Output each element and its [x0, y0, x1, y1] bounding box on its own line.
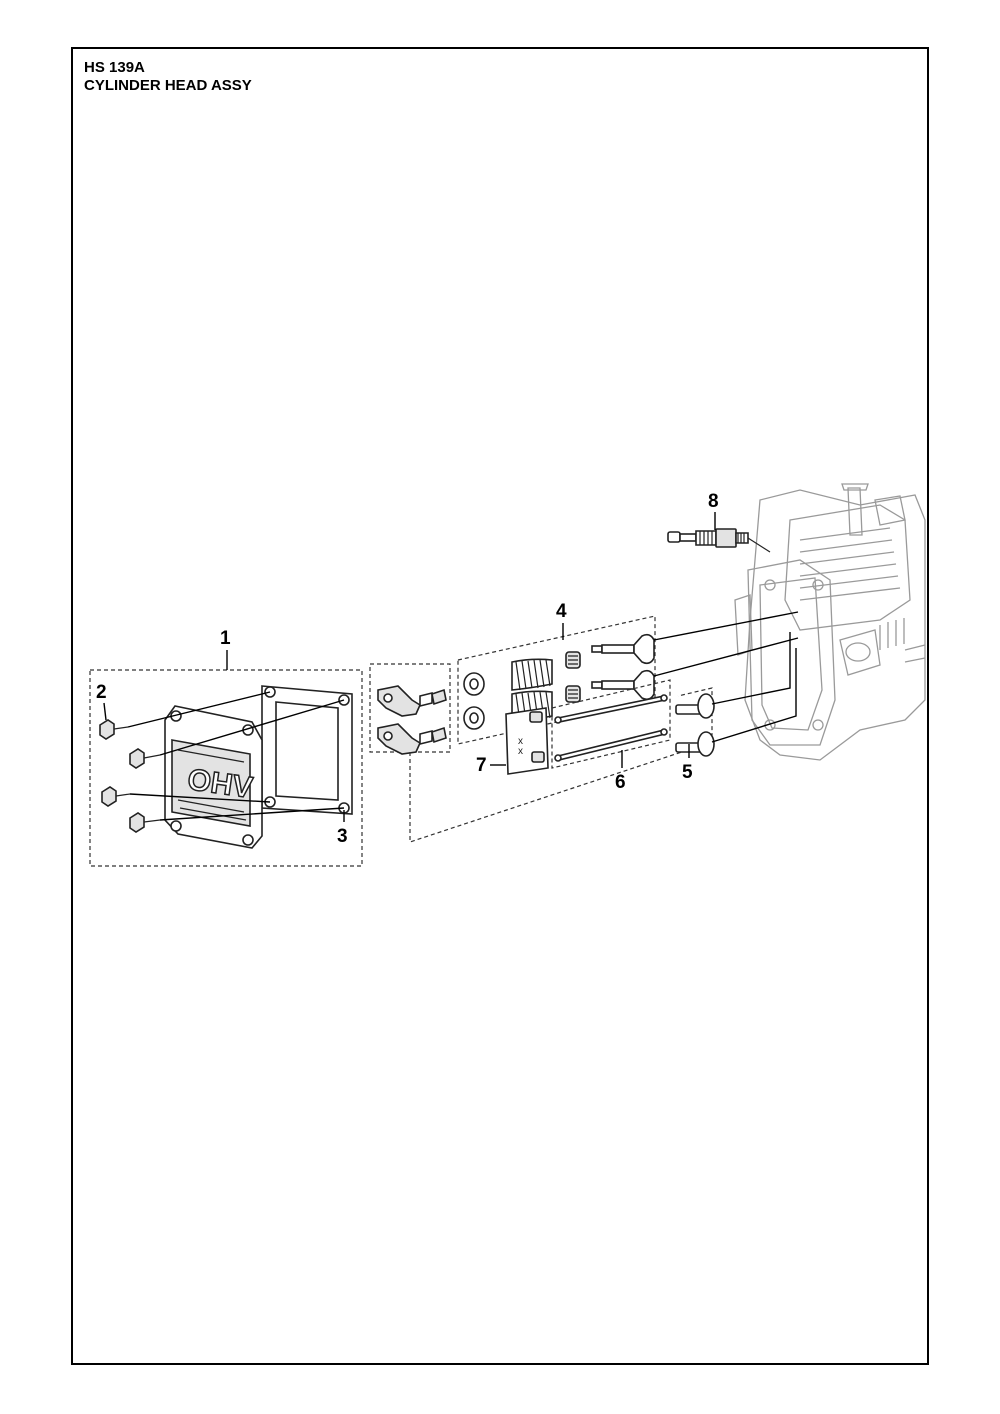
rocker-arm	[377, 685, 447, 717]
push-rod-group-box	[551, 679, 671, 769]
exhaust-valve	[591, 669, 655, 701]
tappet	[675, 731, 715, 757]
spark-plug	[667, 528, 771, 553]
svg-text:x: x	[518, 736, 523, 747]
valve-seal	[565, 685, 581, 703]
title-block: HS 139A CYLINDER HEAD ASSY	[84, 59, 252, 95]
callout-7: 7	[476, 755, 487, 776]
callout-8: 8	[708, 491, 719, 512]
callout-2: 2	[96, 682, 107, 703]
callout-6: 6	[615, 772, 626, 793]
valve-set	[463, 633, 655, 730]
valve-cover-group-box	[89, 669, 363, 867]
tappet-leader	[711, 632, 791, 705]
rocker-arms	[377, 685, 447, 755]
svg-text:x: x	[518, 746, 523, 757]
valve-spring	[511, 658, 553, 691]
cover-bolt	[129, 699, 345, 769]
cover-bolt	[101, 786, 271, 807]
engine-block-ghost	[734, 483, 926, 761]
exhaust-valve-leader	[653, 637, 799, 677]
lower-group-outline	[409, 687, 713, 843]
callout-3: 3	[337, 826, 348, 847]
intake-valve	[591, 633, 655, 665]
callout-4: 4	[556, 601, 567, 622]
model-title: HS 139A	[84, 59, 145, 76]
intake-valve-leader	[653, 611, 799, 641]
guide-plate: x x	[505, 707, 549, 775]
valve-seal	[565, 651, 581, 669]
callout-5: 5	[682, 762, 693, 783]
callout-1: 1	[220, 628, 231, 649]
cover-bolt	[129, 807, 345, 833]
page-border	[71, 47, 929, 1365]
cover-bolts	[99, 691, 345, 833]
callouts: 1 2 3 4 5 6 7 8	[96, 491, 719, 847]
valve-set-group-box	[457, 615, 656, 745]
rocker-arm	[377, 723, 447, 755]
section-title: CYLINDER HEAD ASSY	[84, 77, 252, 94]
tappet-leader	[711, 648, 797, 743]
valve-cover: OHV	[164, 705, 263, 849]
cover-bolt	[99, 691, 271, 740]
cover-gasket	[261, 685, 353, 815]
push-rods	[554, 694, 668, 762]
tappet	[675, 693, 715, 719]
tappets	[675, 693, 715, 757]
